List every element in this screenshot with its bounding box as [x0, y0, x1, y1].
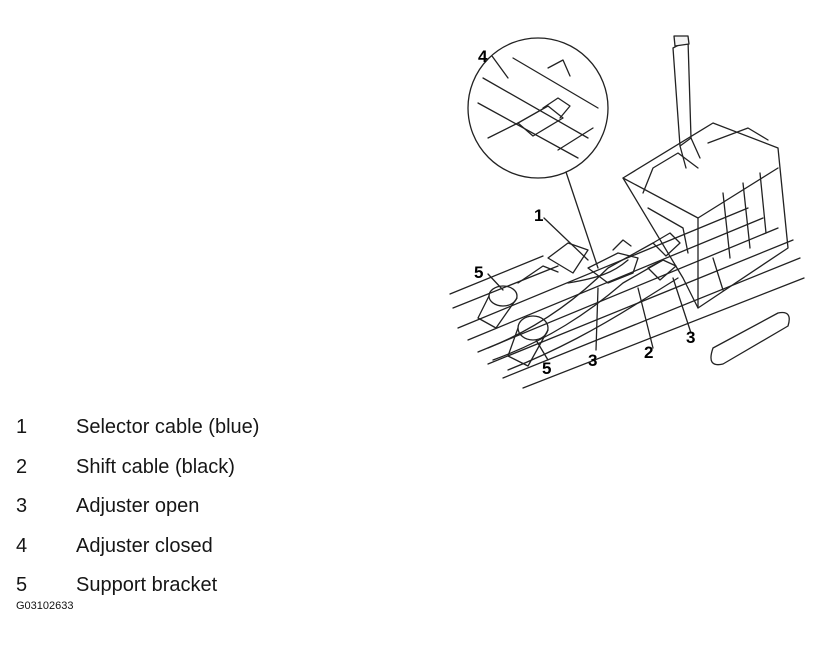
legend-label: Adjuster closed: [76, 534, 213, 557]
legend-label: Support bracket: [76, 574, 218, 597]
callout-3-left: 3: [588, 351, 597, 370]
parts-legend: 1 Selector cable (blue) 2 Shift cable (b…: [16, 408, 416, 606]
callout-4-inset: 4: [478, 47, 488, 66]
legend-item: 1 Selector cable (blue): [16, 408, 416, 448]
legend-label: Shift cable (black): [76, 455, 235, 478]
callout-5-top: 5: [474, 263, 483, 282]
shift-cable-illustration: 1 2 3 3 4 5 5: [448, 28, 808, 398]
shift-mechanism-drawing: 1 2 3 3 4 5 5: [449, 35, 805, 389]
legend-item: 5 Support bracket: [16, 566, 416, 606]
figure-id: G03102633: [16, 600, 74, 612]
callout-2: 2: [644, 343, 653, 362]
legend-item: 4 Adjuster closed: [16, 527, 416, 567]
legend-number: 1: [16, 416, 28, 439]
legend-number: 3: [16, 495, 28, 518]
legend-label: Selector cable (blue): [76, 416, 260, 439]
callout-3-right: 3: [686, 328, 695, 347]
legend-number: 5: [16, 574, 28, 597]
legend-item: 3 Adjuster open: [16, 487, 416, 527]
legend-item: 2 Shift cable (black): [16, 448, 416, 488]
legend-label: Adjuster open: [76, 495, 200, 518]
legend-number: 4: [16, 534, 28, 557]
legend-number: 2: [16, 455, 28, 478]
callout-5-bottom: 5: [542, 359, 551, 378]
callout-1: 1: [534, 206, 543, 225]
